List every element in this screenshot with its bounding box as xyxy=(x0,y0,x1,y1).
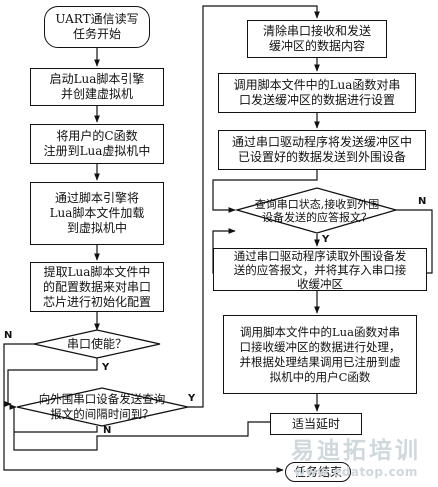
label-reply-yes: Y xyxy=(322,234,330,245)
end-terminal: 任务结束 xyxy=(285,462,351,482)
start-terminal: UART通信读写 任务开始 xyxy=(44,6,150,48)
step-register-c-functions: 将用户的C函数 注册到Lua虚拟机中 xyxy=(30,124,164,164)
decision-poll-interval: 向外围串口设备发送查询 报文的间隔时间到？ xyxy=(38,392,166,421)
label-reply-no: N xyxy=(418,196,427,207)
label-poll-no: N xyxy=(103,425,112,436)
decision-serial-enabled: 串口使能？ xyxy=(66,336,127,351)
decision-poll-interval-shape xyxy=(16,387,189,427)
decision-reply-received-shape xyxy=(234,187,399,234)
step-init-config: 提取Lua脚本文件中 的配置数据来对串口 芯片进行初始化配置 xyxy=(30,262,164,312)
label-poll-yes: Y xyxy=(188,393,196,404)
step-clear-buffers: 清除串口接收和发送 缓冲区的数据内容 xyxy=(247,20,387,58)
step-set-tx-buffer: 调用脚本文件中的Lua函数对串 口发送缓冲区的数据进行设置 xyxy=(218,73,416,113)
label-serial-enabled-no: N xyxy=(4,330,13,341)
step-read-reply: 通过串口驱动程序读取外围设备发 送的应答报文，并将其存入串口接 收缓冲区 xyxy=(213,248,427,291)
step-process-data: 调用脚本文件中的Lua函数对串 口接收缓冲区的数据进行处理， 并根据处理结果调用… xyxy=(223,315,417,394)
decision-serial-enabled-shape xyxy=(33,329,161,359)
step-delay: 适当延时 xyxy=(270,413,362,435)
decision-reply-received: 查询串口状态,接收到外围 设备发送的应答报文？ xyxy=(254,198,380,224)
step-load-script: 通过脚本引擎将 Lua脚本文件加载 到虚拟机中 xyxy=(30,182,164,245)
label-serial-enabled-yes: Y xyxy=(102,362,110,373)
step-send-data: 通过串口驱动程序将发送缓冲区中 已设置好的数据发送到外围设备 xyxy=(218,130,426,170)
step-init-engine: 启动Lua脚本引擎 并创建虚拟机 xyxy=(30,68,164,106)
